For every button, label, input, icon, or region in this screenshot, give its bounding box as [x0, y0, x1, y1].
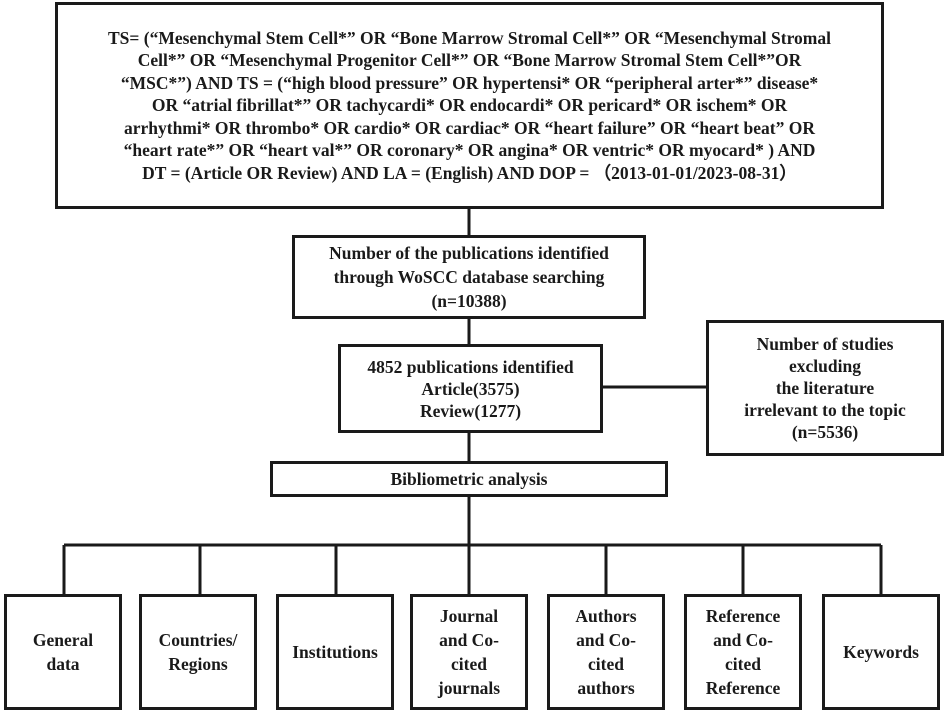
- included-line: 4852 publications identified: [367, 356, 574, 377]
- query-line: “MSC*”) AND TS = (“high blood pressure” …: [120, 72, 819, 93]
- category-label: cited: [451, 654, 487, 674]
- excluded-studies-box: Number of studies excluding the literatu…: [706, 320, 944, 456]
- category-label: Reference: [705, 606, 781, 626]
- identified-count: (n=10388): [431, 291, 507, 311]
- analysis-label: Bibliometric analysis: [390, 468, 548, 489]
- bibliometric-analysis-box: Bibliometric analysis: [270, 461, 668, 497]
- included-article-count: Article(3575): [421, 378, 520, 399]
- excluded-line: the literature: [775, 378, 875, 398]
- search-query-box: TS= (“Mesenchymal Stem Cell*” OR “Bone M…: [55, 2, 884, 209]
- identified-publications-box: Number of the publications identified th…: [292, 235, 646, 319]
- category-label: Authors: [575, 606, 637, 626]
- category-label: cited: [725, 654, 761, 674]
- category-label: Regions: [168, 654, 228, 674]
- included-review-count: Review(1277): [419, 400, 522, 421]
- query-line: arrhythmi* OR thrombo* OR cardio* OR car…: [123, 117, 815, 138]
- identified-line: Number of the publications identified: [329, 243, 609, 263]
- included-publications-box: 4852 publications identified Article(357…: [338, 344, 603, 433]
- category-label: General: [32, 630, 94, 650]
- category-label: and Co-: [713, 630, 773, 650]
- excluded-count: (n=5536): [791, 422, 859, 442]
- category-reference: Reference and Co- cited Reference: [684, 594, 802, 710]
- query-line: DT = (Article OR Review) AND LA = (Engli…: [142, 162, 797, 183]
- category-general-data: General data: [4, 594, 122, 710]
- query-line: TS= (“Mesenchymal Stem Cell*” OR “Bone M…: [107, 27, 831, 48]
- category-journals: Journal and Co- cited journals: [410, 594, 528, 710]
- query-line: “heart rate*” OR “heart val*” OR coronar…: [123, 140, 816, 161]
- excluded-line: Number of studies: [756, 334, 894, 354]
- category-label: authors: [577, 678, 635, 698]
- category-label: Reference: [705, 678, 781, 698]
- category-label: journals: [437, 678, 501, 698]
- category-authors: Authors and Co- cited authors: [547, 594, 665, 710]
- category-institutions: Institutions: [276, 594, 394, 710]
- category-label: Keywords: [843, 642, 919, 662]
- category-label: Journal: [439, 606, 499, 626]
- category-keywords: Keywords: [822, 594, 940, 710]
- category-label: data: [46, 654, 80, 674]
- identified-line: through WoSCC database searching: [333, 267, 605, 287]
- category-countries-regions: Countries/ Regions: [139, 594, 257, 710]
- category-label: and Co-: [576, 630, 636, 650]
- query-line: Cell*” OR “Mesenchymal Progenitor Cell*”…: [137, 50, 802, 71]
- query-line: OR “atrial fibrillat*” OR tachycardi* OR…: [151, 95, 788, 116]
- category-label: Countries/: [158, 630, 238, 650]
- excluded-line: irrelevant to the topic: [744, 400, 906, 420]
- category-label: cited: [588, 654, 624, 674]
- category-label: Institutions: [292, 642, 378, 662]
- excluded-line: excluding: [789, 356, 861, 376]
- category-label: and Co-: [439, 630, 499, 650]
